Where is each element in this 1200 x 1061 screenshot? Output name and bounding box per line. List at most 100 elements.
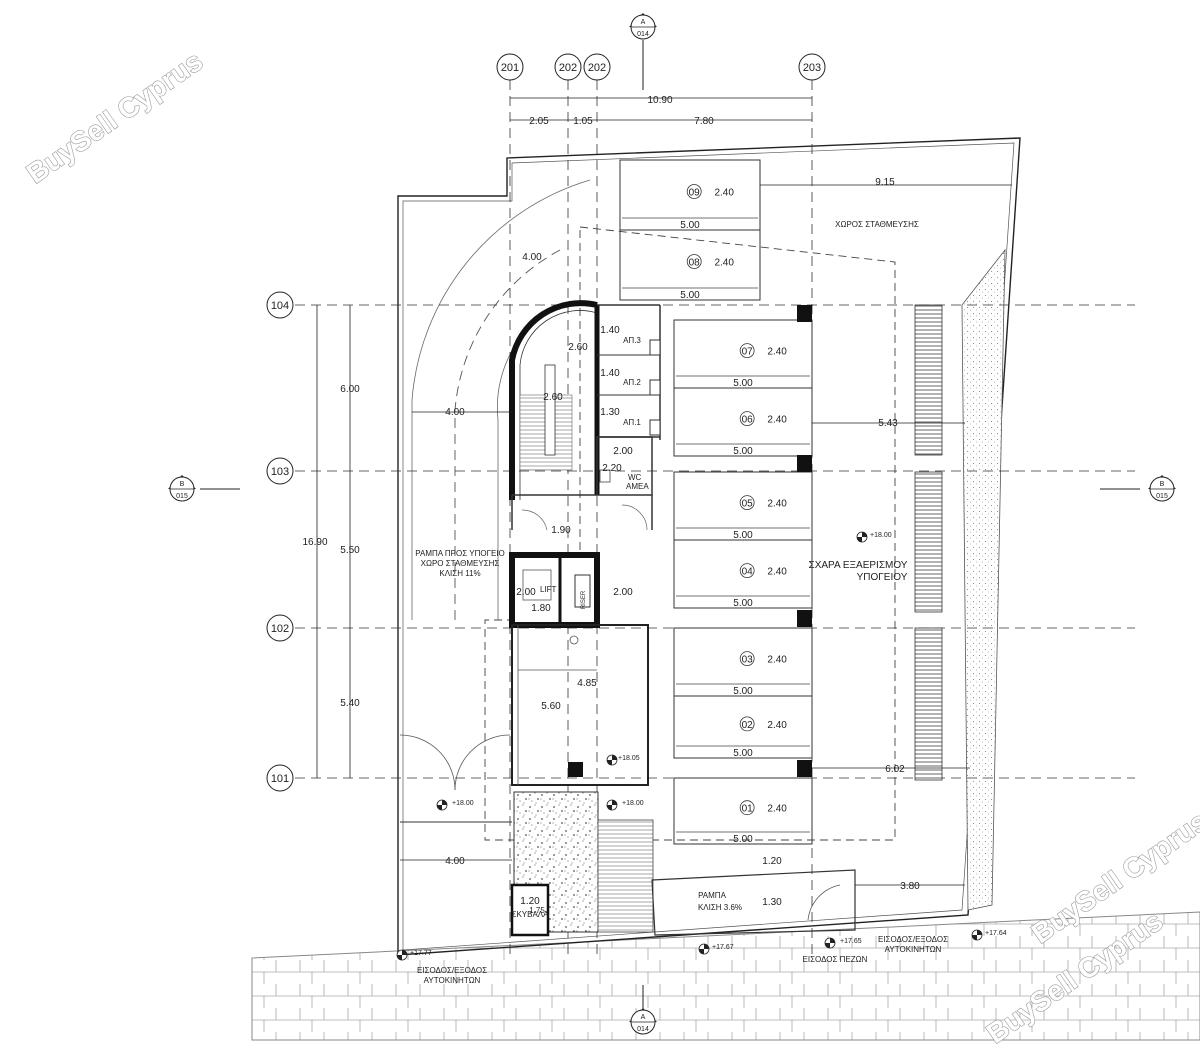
svg-text:A: A	[641, 19, 646, 26]
dim-190: 1.90	[551, 525, 571, 536]
basement-outline	[484, 226, 896, 841]
parking-space: 03 2.40 5.00	[673, 627, 813, 697]
svg-text:015: 015	[176, 493, 188, 500]
level-7: +17.65	[840, 938, 862, 945]
label-ramp-3: ΚΛΙΣΗ 11%	[439, 569, 480, 578]
level-6: +17.67	[712, 944, 734, 951]
label-entry-cars-left-2: ΑΥΤΟΚΙΝΗΤΩΝ	[424, 976, 481, 985]
label-ap1: ΑΠ.1	[623, 418, 641, 427]
svg-text:5.00: 5.00	[680, 290, 700, 301]
ramp-arc-middle	[454, 249, 561, 620]
dim-260b: 2.60	[543, 392, 563, 403]
dim-220: 2.20	[602, 463, 622, 474]
label-ap2: ΑΠ.2	[623, 378, 641, 387]
dim-top-3: 7.80	[694, 116, 714, 127]
svg-text:2.40: 2.40	[767, 347, 787, 358]
svg-text:06: 06	[742, 415, 754, 426]
level-datum-marker	[698, 943, 710, 955]
level-4: +18.00	[622, 800, 644, 807]
grid-column-bubble: 201	[496, 53, 524, 81]
svg-text:014: 014	[637, 1026, 649, 1033]
ground-unit	[511, 624, 649, 786]
dim-400-bottom: 4.00	[445, 856, 465, 867]
label-entry-pedestrians: ΕΙΣΟΔΟΣ ΠΕΖΩΝ	[803, 955, 868, 964]
label-refuse: ΣΚΥΒΑΛΑ	[512, 910, 550, 919]
dim-120: 1.20	[762, 856, 782, 867]
parking-space: 07 2.40 5.00	[673, 319, 813, 389]
label-ramp-1: ΡΑΜΠΑ ΠΡΟΣ ΥΠΟΓΕΙΟ	[415, 549, 505, 558]
svg-text:5.00: 5.00	[733, 378, 753, 389]
label-ap3: ΑΠ.3	[623, 336, 641, 345]
svg-text:07: 07	[742, 347, 754, 358]
svg-text:5.00: 5.00	[680, 220, 700, 231]
svg-text:2.40: 2.40	[767, 567, 787, 578]
level-1: +18.00	[870, 532, 892, 539]
dim-175: 1.75	[529, 906, 545, 915]
grid-column-bubble: 202	[583, 53, 611, 81]
vent-grille-1	[914, 304, 943, 456]
label-entry-cars-right-2: ΑΥΤΟΚΙΝΗΤΩΝ	[885, 945, 942, 954]
label-grille-1: ΣΧΑΡΑ ΕΞΑΕΡΙΣΜΟΥ	[809, 560, 908, 571]
svg-text:5.00: 5.00	[733, 686, 753, 697]
svg-text:201: 201	[501, 62, 519, 74]
svg-text:08: 08	[689, 258, 701, 269]
dim-left-1: 6.00	[340, 384, 360, 395]
svg-text:5.00: 5.00	[733, 598, 753, 609]
dim-left-2: 5.50	[340, 545, 360, 556]
level-datum-marker	[856, 531, 868, 543]
svg-text:05: 05	[742, 499, 754, 510]
level-datum-marker	[396, 949, 408, 961]
dim-200a: 2.00	[613, 446, 633, 457]
dim-543: 5.43	[878, 418, 898, 429]
label-entry-cars-left-1: ΕΙΣΟΔΟΣ/ΕΞΟΔΟΣ	[417, 966, 487, 975]
dim-200c: 2.00	[613, 587, 633, 598]
level-2: +18.05	[618, 755, 640, 762]
parking-space: 09 2.40 5.00	[619, 159, 761, 231]
ramp-arc-outer	[411, 179, 591, 620]
label-riser: RISER	[581, 590, 587, 609]
svg-text:04: 04	[742, 567, 754, 578]
svg-text:2.40: 2.40	[767, 804, 787, 815]
riser-shaft	[574, 574, 591, 608]
svg-text:01: 01	[742, 804, 754, 815]
svg-text:2.40: 2.40	[767, 655, 787, 666]
grid-column-bubble: 202	[554, 53, 582, 81]
svg-text:02: 02	[742, 720, 754, 731]
dim-140b: 1.40	[600, 368, 620, 379]
stair-curved-wall	[509, 300, 598, 500]
svg-text:5.00: 5.00	[733, 748, 753, 759]
dim-120b: 1.20	[520, 896, 540, 907]
grid-row-bubble: 103	[266, 457, 294, 485]
grid-column-bubble: 203	[798, 53, 826, 81]
label-ramp-2: ΧΩΡΟ ΣΤΑΘΜΕΥΣΗΣ	[421, 559, 500, 568]
svg-text:102: 102	[271, 623, 289, 635]
svg-text:203: 203	[803, 62, 821, 74]
label-ramp2-2: ΚΛΙΣΗ 3.6%	[698, 903, 742, 912]
street-pavement	[251, 911, 1200, 1041]
dim-130: 1.30	[762, 897, 782, 908]
dim-top-2: 1.05	[573, 116, 593, 127]
front-ramp	[651, 869, 856, 936]
level-datum-marker	[436, 799, 448, 811]
svg-text:09: 09	[689, 188, 701, 199]
dim-380: 3.80	[900, 881, 920, 892]
svg-text:2.40: 2.40	[714, 188, 734, 199]
level-datum-marker	[606, 799, 618, 811]
svg-text:202: 202	[559, 62, 577, 74]
dim-602: 6.02	[885, 764, 905, 775]
dim-left-3: 5.40	[340, 698, 360, 709]
svg-text:104: 104	[271, 300, 289, 312]
grid-row-bubble: 101	[266, 764, 294, 792]
svg-text:03: 03	[742, 655, 754, 666]
label-parking-area: ΧΩΡΟΣ ΣΤΑΘΜΕΥΣΗΣ	[835, 220, 919, 229]
svg-text:2.40: 2.40	[767, 499, 787, 510]
refuse-store	[510, 883, 550, 937]
level-3: +18.00	[452, 800, 474, 807]
